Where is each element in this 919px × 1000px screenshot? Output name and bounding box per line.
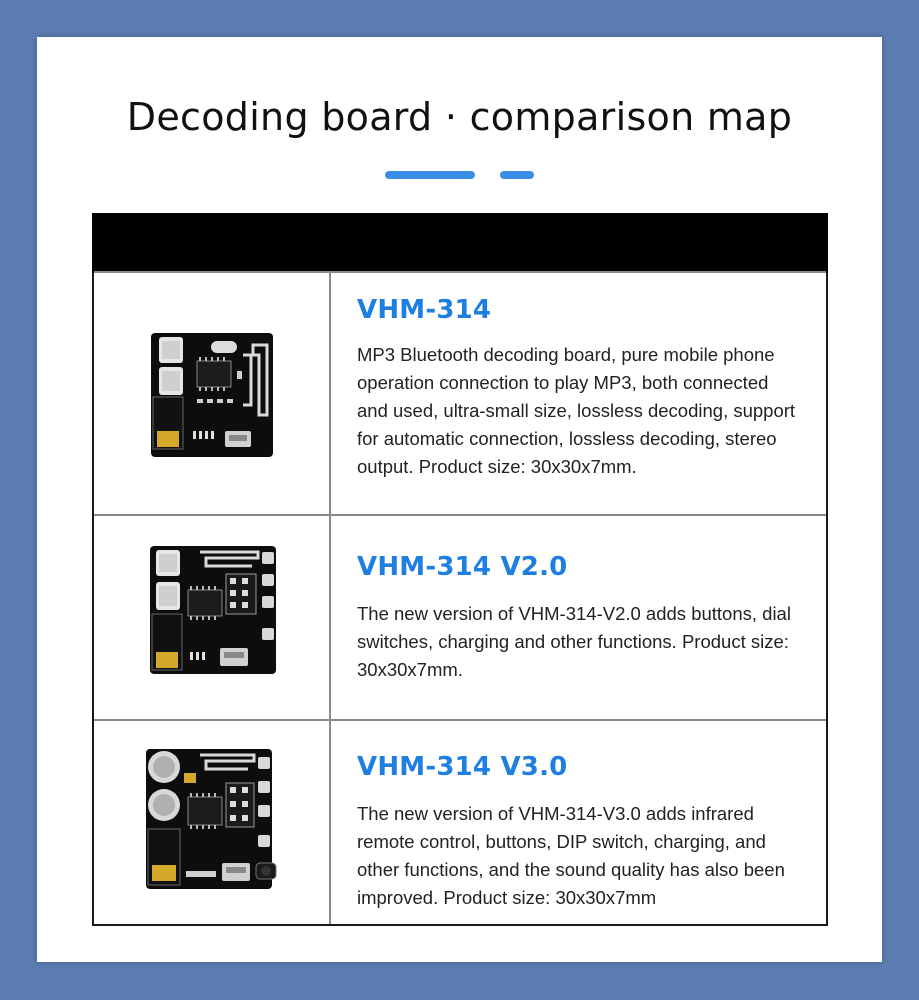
table-row: VHM-314 V2.0 The new version of VHM-314-… (94, 514, 826, 719)
page-title: Decoding board · comparison map (126, 95, 793, 139)
model-description: The new version of VHM-314-V3.0 adds inf… (357, 803, 785, 908)
model-name: VHM-314 (357, 295, 492, 325)
model-description: MP3 Bluetooth decoding board, pure mobil… (357, 344, 796, 477)
product-text-cell: VHM-314 V3.0 The new version of VHM-314-… (333, 721, 826, 924)
comparison-table: VHM-314 MP3 Bluetooth decoding board, pu… (92, 213, 828, 926)
table-row: VHM-314 MP3 Bluetooth decoding board, pu… (94, 271, 826, 514)
model-name: VHM-314 V2.0 (357, 552, 568, 582)
product-image-cell (94, 721, 331, 924)
circuit-board-icon (150, 546, 276, 674)
content-card: Decoding board · comparison map (37, 37, 882, 962)
product-text-cell: VHM-314 V2.0 The new version of VHM-314-… (333, 516, 826, 719)
model-name: VHM-314 V3.0 (357, 752, 568, 782)
product-text-cell: VHM-314 MP3 Bluetooth decoding board, pu… (333, 273, 826, 514)
circuit-board-icon (151, 333, 273, 457)
circuit-board-icon (146, 749, 277, 889)
model-description: The new version of VHM-314-V2.0 adds but… (357, 603, 791, 680)
product-image-cell (94, 273, 331, 514)
product-image-cell (94, 516, 331, 719)
title-accent-bar-short (500, 171, 534, 179)
table-header (92, 213, 828, 273)
title-accent-bar-long (385, 171, 475, 179)
table-row: VHM-314 V3.0 The new version of VHM-314-… (94, 719, 826, 924)
